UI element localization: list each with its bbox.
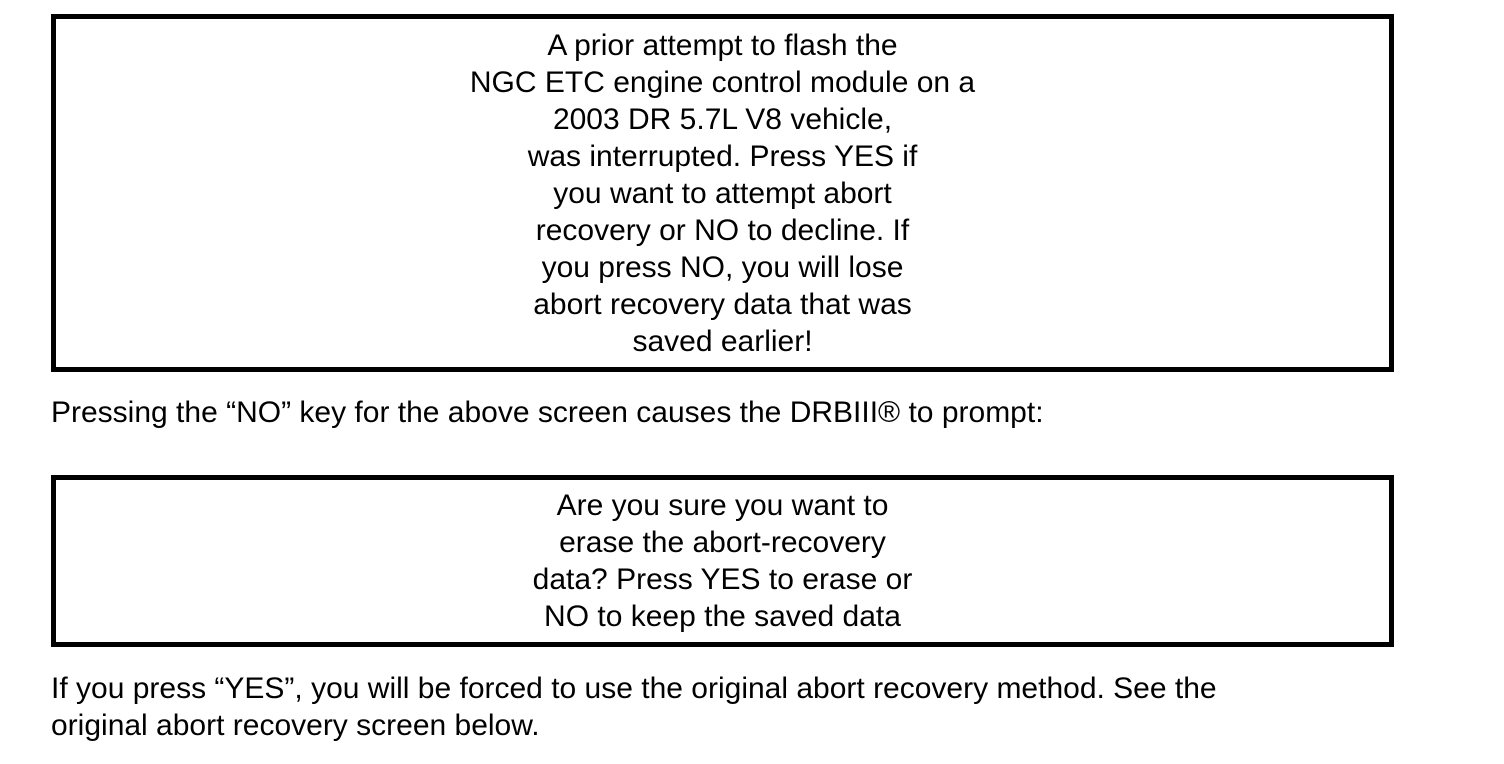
screen-text-line: recovery or NO to decline. If [535, 213, 910, 247]
drb-screen-prompt-abort-recovery: A prior attempt to flash the NGC ETC eng… [51, 14, 1394, 372]
screen-text-line: data? Press YES to erase or [532, 563, 913, 596]
screen-text-line: you press NO, you will lose [541, 250, 904, 284]
body-paragraph-no-key: Pressing the “NO” key for the above scre… [51, 396, 1044, 429]
screen-text-line: NGC ETC engine control module on a [469, 65, 976, 99]
screen-text-line: Are you sure you want to [556, 489, 889, 522]
body-paragraph-yes-key: If you press “YES”, you will be forced t… [51, 670, 1217, 744]
screen-text-line: was interrupted. Press YES if [527, 139, 918, 173]
screen-text-line: 2003 DR 5.7L V8 vehicle, [552, 102, 893, 136]
paragraph-line: If you press “YES”, you will be forced t… [51, 672, 1217, 705]
screen-text-line: you want to attempt abort [553, 176, 892, 210]
paragraph-line: original abort recovery screen below. [51, 709, 540, 742]
screen-text-line: abort recovery data that was [533, 287, 912, 321]
screen-text-line: erase the abort-recovery [559, 526, 886, 559]
drb-screen-prompt-erase-confirm: Are you sure you want to erase the abort… [51, 475, 1394, 647]
screen-text-line: saved earlier! [632, 324, 813, 358]
screen-text-line: A prior attempt to flash the [547, 28, 898, 62]
screen-text-line: NO to keep the saved data [544, 600, 901, 633]
